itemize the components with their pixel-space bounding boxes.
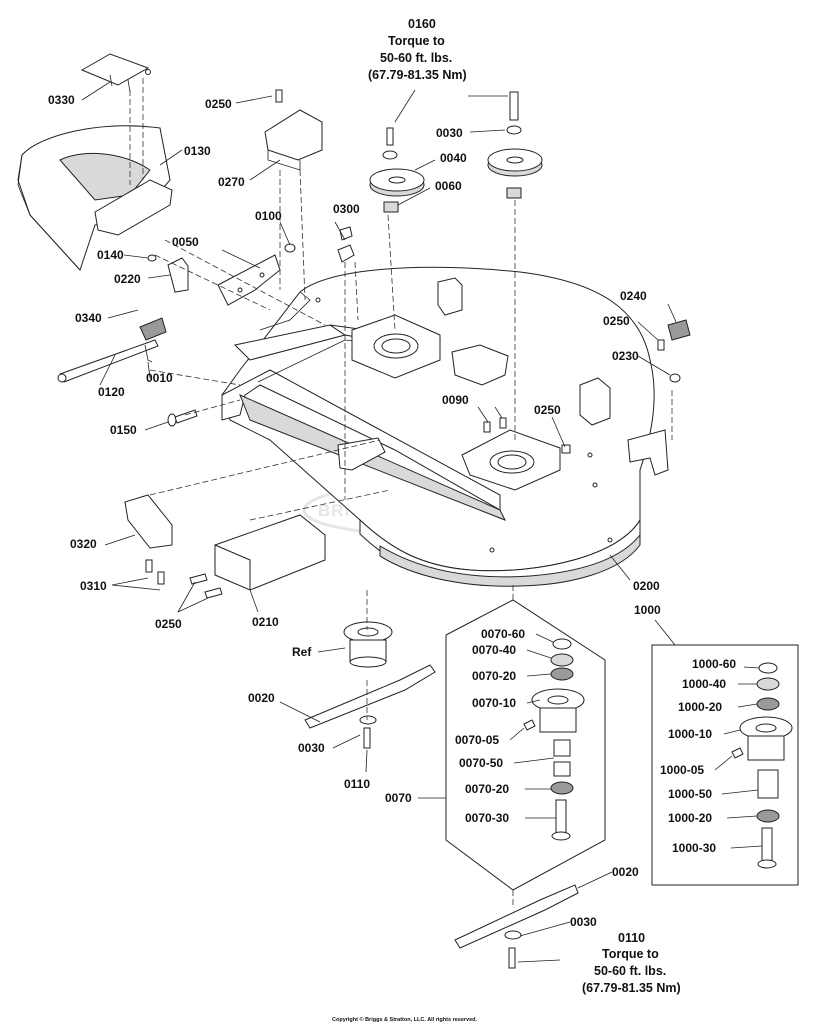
label-0040: 0040 bbox=[440, 151, 467, 165]
pulleys bbox=[369, 91, 543, 213]
label-0120: 0120 bbox=[98, 385, 125, 399]
label-0160: 0160 bbox=[408, 17, 436, 31]
label-0220: 0220 bbox=[114, 272, 141, 286]
label-0100: 0100 bbox=[255, 209, 282, 223]
label-0110-left: 0110 bbox=[344, 777, 370, 791]
mower-deck bbox=[221, 266, 669, 587]
explode-lines bbox=[129, 78, 673, 905]
label-0030-top: 0030 bbox=[436, 126, 463, 140]
label-0070: 0070 bbox=[385, 791, 412, 805]
ref-spindle bbox=[343, 621, 393, 668]
label-0070-30: 0070-30 bbox=[465, 811, 509, 825]
discharge-chute bbox=[17, 125, 173, 271]
carriage-bolt bbox=[167, 409, 198, 427]
copyright-notice: Copyright © Briggs & Stratton, LLC. All … bbox=[332, 1016, 478, 1023]
label-1000-60: 1000-60 bbox=[692, 657, 736, 671]
label-0110-right: 0110 bbox=[618, 931, 645, 945]
label-0050: 0050 bbox=[172, 235, 199, 249]
label-0230: 0230 bbox=[612, 349, 639, 363]
label-0030-left: 0030 bbox=[298, 741, 325, 755]
small-hardware bbox=[145, 89, 691, 599]
label-1000-05: 1000-05 bbox=[660, 763, 704, 777]
leader-lines bbox=[81, 81, 763, 963]
label-0210: 0210 bbox=[252, 615, 279, 629]
label-1000-10: 1000-10 bbox=[668, 727, 712, 741]
label-0300: 0300 bbox=[333, 202, 360, 216]
label-0270: 0270 bbox=[218, 175, 245, 189]
part-labels: 0160 Torque to 50-60 ft. lbs. (67.79-81.… bbox=[48, 17, 736, 1023]
torque-note-bottom-line3: (67.79-81.35 Nm) bbox=[582, 981, 681, 995]
label-1000-20-lower: 1000-20 bbox=[668, 811, 712, 825]
label-0330: 0330 bbox=[48, 93, 75, 107]
label-0070-40: 0070-40 bbox=[472, 643, 516, 657]
label-ref: Ref bbox=[292, 645, 312, 659]
label-0250-right: 0250 bbox=[603, 314, 630, 328]
label-0250-top: 0250 bbox=[205, 97, 232, 111]
torque-note-top-line3: (67.79-81.35 Nm) bbox=[368, 68, 467, 82]
label-0320: 0320 bbox=[70, 537, 97, 551]
label-0070-50: 0070-50 bbox=[459, 756, 503, 770]
label-0310: 0310 bbox=[80, 579, 107, 593]
torque-note-top-line2: 50-60 ft. lbs. bbox=[380, 51, 452, 65]
label-1000-50: 1000-50 bbox=[668, 787, 712, 801]
label-1000-30: 1000-30 bbox=[672, 841, 716, 855]
clip bbox=[167, 257, 189, 293]
front-guards bbox=[124, 494, 326, 591]
label-0090: 0090 bbox=[442, 393, 469, 407]
blade-left bbox=[304, 664, 436, 749]
label-0030-right: 0030 bbox=[570, 915, 597, 929]
label-0020-right: 0020 bbox=[612, 865, 639, 879]
belt-cover bbox=[264, 109, 323, 171]
label-1000-40: 1000-40 bbox=[682, 677, 726, 691]
label-0020-left: 0020 bbox=[248, 691, 275, 705]
label-0070-20-lower: 0070-20 bbox=[465, 782, 509, 796]
label-0250-bottom: 0250 bbox=[155, 617, 182, 631]
label-0240: 0240 bbox=[620, 289, 647, 303]
label-1000-20-upper: 1000-20 bbox=[678, 700, 722, 714]
torque-note-top-line1: Torque to bbox=[388, 34, 445, 48]
label-0010: 0010 bbox=[146, 371, 173, 385]
label-0070-05: 0070-05 bbox=[455, 733, 499, 747]
chute-deflector bbox=[80, 53, 151, 93]
label-0130: 0130 bbox=[184, 144, 211, 158]
hinge-rod-assembly bbox=[57, 317, 167, 383]
label-0340: 0340 bbox=[75, 311, 102, 325]
label-1000: 1000 bbox=[634, 603, 661, 617]
label-0060: 0060 bbox=[435, 179, 462, 193]
label-0140: 0140 bbox=[97, 248, 124, 262]
spindle-assembly-0070 bbox=[445, 599, 606, 891]
blade-right bbox=[454, 884, 579, 969]
torque-note-bottom-line2: 50-60 ft. lbs. bbox=[594, 964, 666, 978]
label-0200: 0200 bbox=[633, 579, 660, 593]
label-0250-mid: 0250 bbox=[534, 403, 561, 417]
spindle-assembly-1000 bbox=[651, 644, 799, 886]
label-0150: 0150 bbox=[110, 423, 137, 437]
label-0070-20-upper: 0070-20 bbox=[472, 669, 516, 683]
torque-note-bottom-line1: Torque to bbox=[602, 947, 659, 961]
label-0070-10: 0070-10 bbox=[472, 696, 516, 710]
label-0070-60: 0070-60 bbox=[481, 627, 525, 641]
